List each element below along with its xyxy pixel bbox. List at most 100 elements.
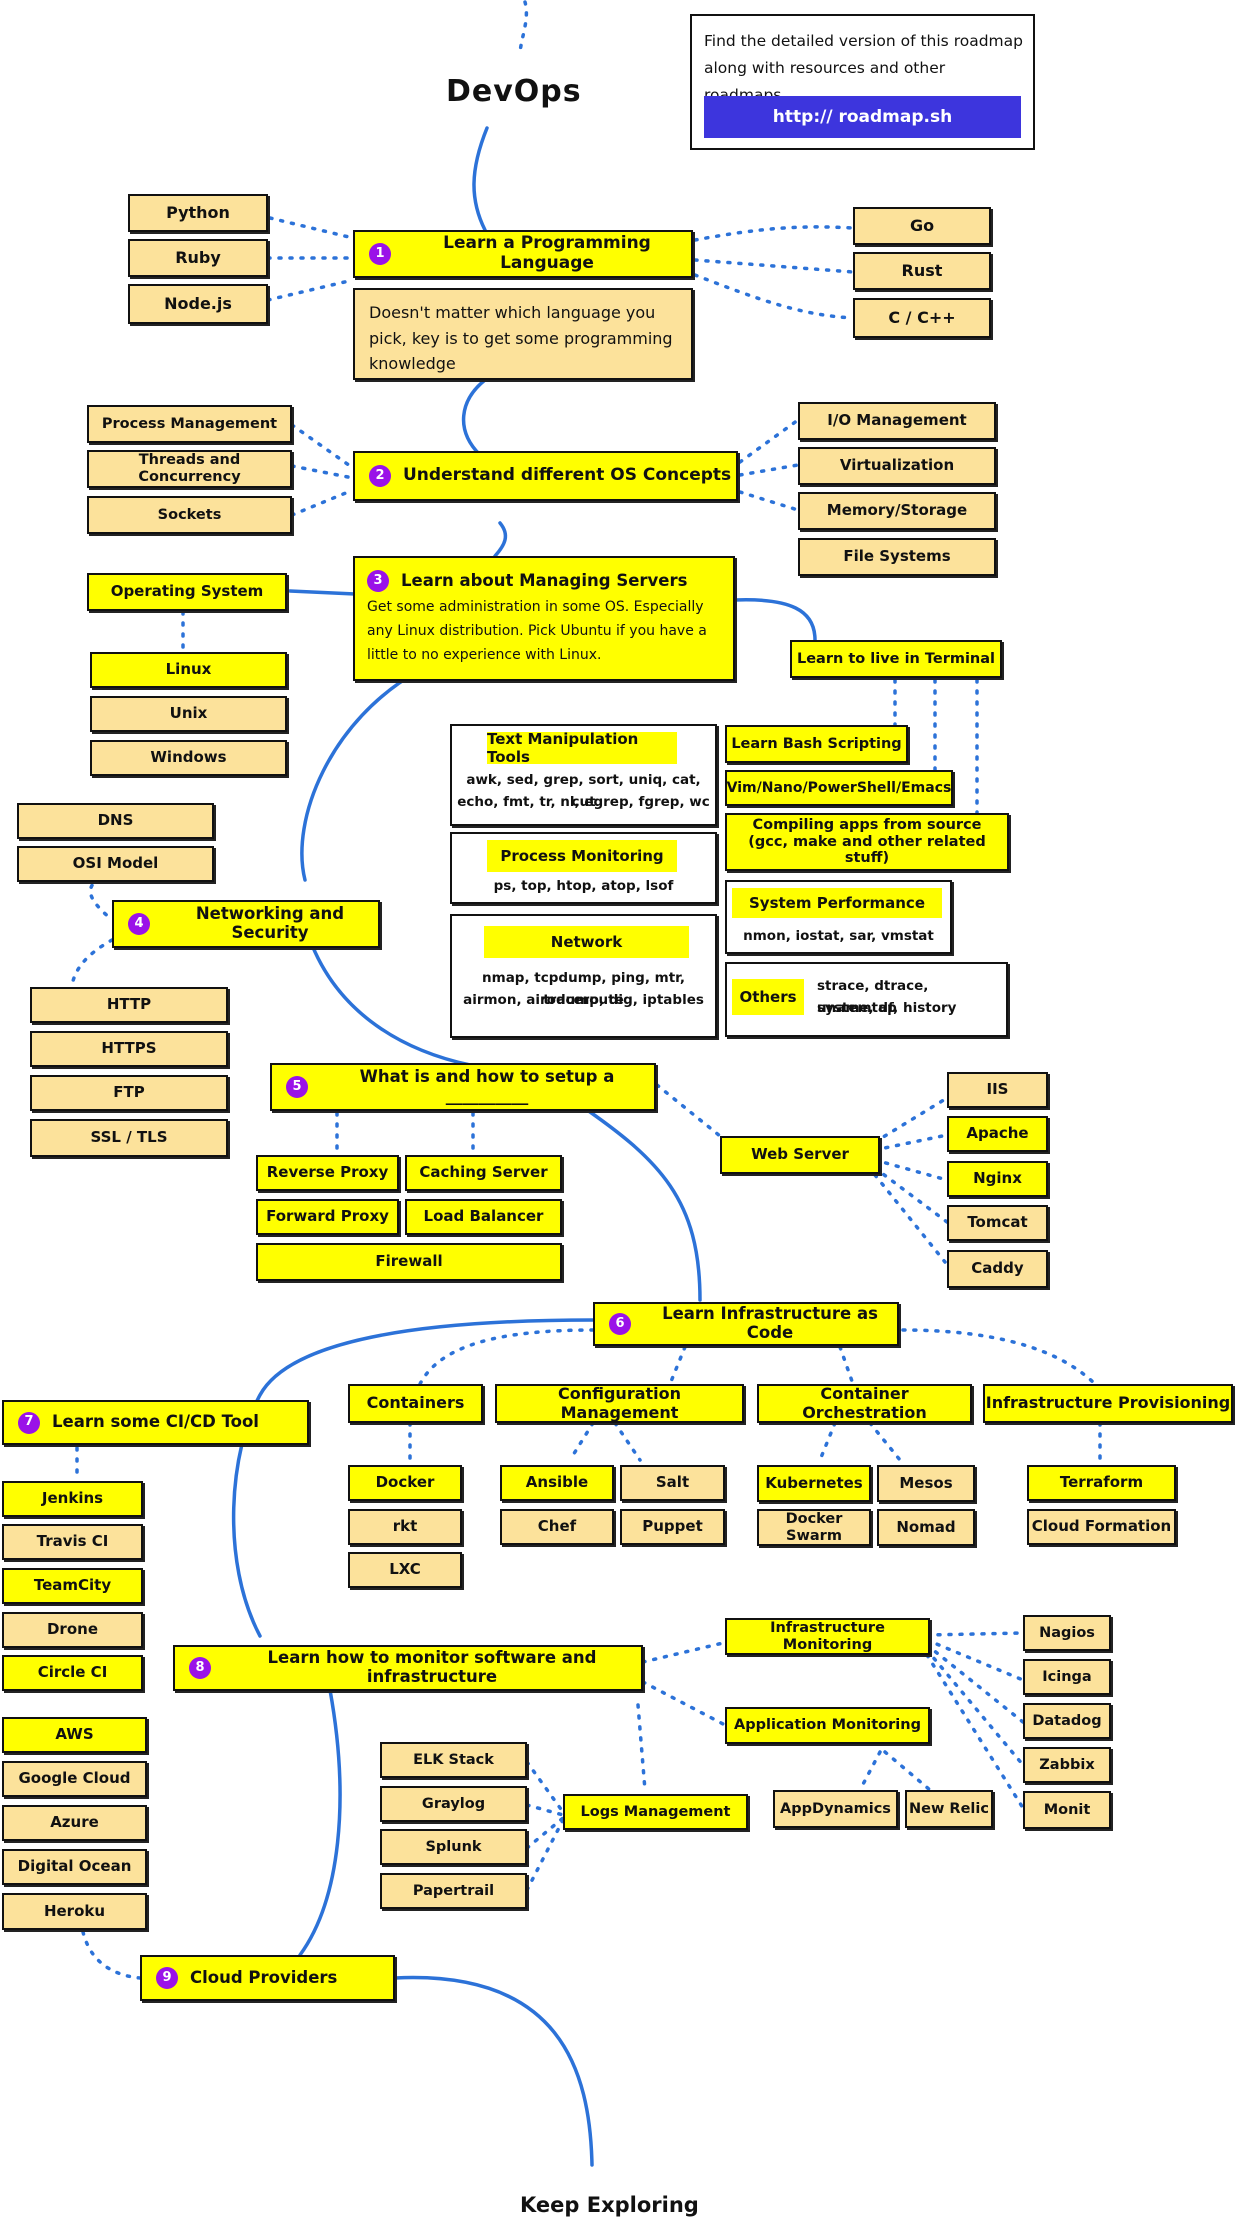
node-http[interactable]: HTTP	[30, 987, 228, 1023]
node-teamcity[interactable]: TeamCity	[2, 1568, 143, 1604]
step-3[interactable]: 3 Learn about Managing Servers Get some …	[353, 556, 735, 681]
step-7[interactable]: 7 Learn some CI/CD Tool	[2, 1400, 309, 1445]
node-datadog[interactable]: Datadog	[1023, 1703, 1111, 1739]
node-azure[interactable]: Azure	[2, 1805, 147, 1841]
step-label: Learn Infrastructure as Code	[662, 1304, 878, 1342]
node-firewall[interactable]: Firewall	[256, 1243, 562, 1281]
node-bash[interactable]: Learn Bash Scripting	[725, 725, 908, 763]
node-chef[interactable]: Chef	[500, 1509, 614, 1545]
node-aws[interactable]: AWS	[2, 1717, 147, 1753]
node-windows[interactable]: Windows	[90, 740, 287, 776]
node-docker[interactable]: Docker	[348, 1465, 462, 1501]
step-number-badge: 5	[286, 1076, 308, 1098]
node-reverse-proxy[interactable]: Reverse Proxy	[256, 1155, 399, 1191]
node-operating-system[interactable]: Operating System	[87, 573, 287, 611]
node-graylog[interactable]: Graylog	[380, 1786, 527, 1822]
node-jenkins[interactable]: Jenkins	[2, 1481, 143, 1517]
node-heroku[interactable]: Heroku	[2, 1893, 147, 1930]
step-6[interactable]: 6 Learn Infrastructure as Code	[593, 1302, 899, 1346]
node-terminal[interactable]: Learn to live in Terminal	[790, 640, 1002, 678]
node-nagios[interactable]: Nagios	[1023, 1615, 1111, 1651]
panel-line: nmon, iostat, sar, vmstat	[743, 928, 934, 944]
node-web-server[interactable]: Web Server	[720, 1136, 880, 1174]
node-google-cloud[interactable]: Google Cloud	[2, 1761, 147, 1797]
step-2[interactable]: 2 Understand different OS Concepts	[353, 451, 738, 501]
node-elk[interactable]: ELK Stack	[380, 1742, 527, 1778]
node-monit[interactable]: Monit	[1023, 1791, 1111, 1829]
node-go[interactable]: Go	[853, 207, 991, 245]
node-zabbix[interactable]: Zabbix	[1023, 1747, 1111, 1783]
node-dns[interactable]: DNS	[17, 803, 214, 839]
node-papertrail[interactable]: Papertrail	[380, 1873, 527, 1909]
node-cloud-formation[interactable]: Cloud Formation	[1027, 1509, 1176, 1545]
node-containers[interactable]: Containers	[348, 1384, 483, 1423]
node-ftp[interactable]: FTP	[30, 1075, 228, 1111]
node-nomad[interactable]: Nomad	[877, 1509, 975, 1546]
step-number-badge: 6	[609, 1313, 631, 1335]
step-1-note: Doesn't matter which language you pick, …	[353, 288, 693, 380]
node-config-management[interactable]: Configuration Management	[495, 1384, 744, 1423]
step-9[interactable]: 9 Cloud Providers	[140, 1955, 395, 2001]
node-threads[interactable]: Threads and Concurrency	[87, 450, 292, 488]
node-editors[interactable]: Vim/Nano/PowerShell/Emacs	[725, 770, 953, 806]
node-mesos[interactable]: Mesos	[877, 1465, 975, 1502]
node-kubernetes[interactable]: Kubernetes	[757, 1465, 871, 1502]
step-5[interactable]: 5 What is and how to setup a __________	[270, 1063, 656, 1111]
node-nodejs[interactable]: Node.js	[128, 284, 268, 324]
panel-title: Text Manipulation Tools	[487, 730, 677, 766]
node-logs-management[interactable]: Logs Management	[563, 1794, 748, 1830]
node-puppet[interactable]: Puppet	[620, 1509, 725, 1545]
node-drone[interactable]: Drone	[2, 1612, 143, 1648]
node-osi[interactable]: OSI Model	[17, 846, 214, 882]
node-lxc[interactable]: LXC	[348, 1552, 462, 1588]
node-container-orchestration[interactable]: Container Orchestration	[757, 1384, 972, 1423]
step-number-badge: 9	[156, 1967, 178, 1989]
node-new-relic[interactable]: New Relic	[905, 1790, 993, 1828]
node-caddy[interactable]: Caddy	[947, 1250, 1048, 1288]
node-sockets[interactable]: Sockets	[87, 496, 292, 534]
node-nginx[interactable]: Nginx	[947, 1161, 1048, 1197]
node-apache[interactable]: Apache	[947, 1116, 1048, 1152]
keep-exploring-label: Keep Exploring	[520, 2193, 699, 2217]
node-tomcat[interactable]: Tomcat	[947, 1205, 1048, 1241]
node-ansible[interactable]: Ansible	[500, 1465, 614, 1501]
node-terraform[interactable]: Terraform	[1027, 1465, 1176, 1501]
node-splunk[interactable]: Splunk	[380, 1829, 527, 1865]
node-circle-ci[interactable]: Circle CI	[2, 1655, 143, 1691]
node-caching-server[interactable]: Caching Server	[405, 1155, 562, 1191]
node-forward-proxy[interactable]: Forward Proxy	[256, 1199, 399, 1235]
node-ccpp[interactable]: C / C++	[853, 298, 991, 338]
node-rkt[interactable]: rkt	[348, 1509, 462, 1545]
node-compile[interactable]: Compiling apps from source (gcc, make an…	[725, 813, 1009, 871]
node-process-management[interactable]: Process Management	[87, 405, 292, 443]
node-memory[interactable]: Memory/Storage	[798, 492, 996, 530]
node-rust[interactable]: Rust	[853, 252, 991, 290]
node-load-balancer[interactable]: Load Balancer	[405, 1199, 562, 1235]
step-4[interactable]: 4 Networking and Security	[112, 900, 380, 948]
node-infra-provisioning[interactable]: Infrastructure Provisioning	[983, 1384, 1233, 1423]
node-docker-swarm[interactable]: Docker Swarm	[757, 1509, 871, 1546]
node-io[interactable]: I/O Management	[798, 402, 996, 440]
node-digital-ocean[interactable]: Digital Ocean	[2, 1849, 147, 1885]
node-salt[interactable]: Salt	[620, 1465, 725, 1501]
node-icinga[interactable]: Icinga	[1023, 1659, 1111, 1695]
node-virtualization[interactable]: Virtualization	[798, 447, 996, 485]
node-app-monitoring[interactable]: Application Monitoring	[725, 1707, 930, 1744]
node-ruby[interactable]: Ruby	[128, 239, 268, 277]
node-linux[interactable]: Linux	[90, 652, 287, 688]
node-python[interactable]: Python	[128, 194, 268, 232]
node-ssl[interactable]: SSL / TLS	[30, 1119, 228, 1157]
node-unix[interactable]: Unix	[90, 696, 287, 732]
node-infra-monitoring[interactable]: Infrastructure Monitoring	[725, 1618, 930, 1655]
node-filesystems[interactable]: File Systems	[798, 538, 996, 576]
node-appdynamics[interactable]: AppDynamics	[773, 1790, 898, 1828]
roadmap-link[interactable]: http:// roadmap.sh	[704, 96, 1021, 138]
step-8[interactable]: 8 Learn how to monitor software and infr…	[173, 1645, 643, 1691]
node-travis[interactable]: Travis CI	[2, 1524, 143, 1560]
step-1[interactable]: 1 Learn a Programming Language	[353, 230, 693, 278]
panel-line: uname, df, history	[817, 1000, 957, 1016]
panel-title: System Performance	[732, 888, 942, 918]
node-https[interactable]: HTTPS	[30, 1031, 228, 1067]
node-iis[interactable]: IIS	[947, 1072, 1048, 1108]
step-number-badge: 1	[369, 243, 391, 265]
